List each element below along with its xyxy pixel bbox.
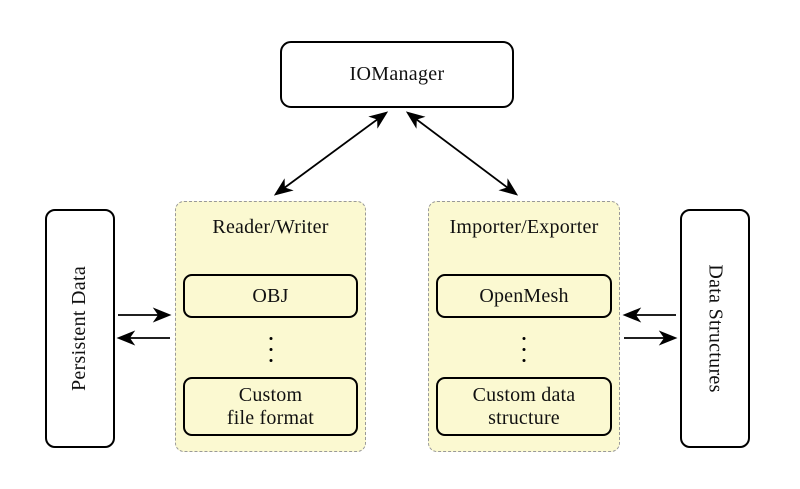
importer-exporter-title: Importer/Exporter xyxy=(449,216,599,238)
reader-writer-group: Reader/Writer OBJ Custom file format xyxy=(175,201,366,452)
vertical-ellipsis-icon xyxy=(522,337,526,362)
data-structures-box: Data Structures xyxy=(680,209,750,448)
custom-file-format-box: Custom file format xyxy=(183,377,358,436)
obj-label: OBJ xyxy=(252,284,289,307)
arrow-iomanager-readerwriter xyxy=(273,111,389,196)
custom-data-structure-box: Custom data structure xyxy=(436,377,612,436)
custom-data-structure-line2: structure xyxy=(488,406,560,429)
persistent-data-box: Persistent Data xyxy=(45,209,115,448)
openmesh-label: OpenMesh xyxy=(479,284,569,307)
reader-writer-title: Reader/Writer xyxy=(212,216,329,238)
custom-file-format-line1: Custom xyxy=(238,383,303,406)
arrow-iomanager-importerexporter xyxy=(405,111,519,196)
data-structures-label: Data Structures xyxy=(704,264,727,393)
persistent-data-label: Persistent Data xyxy=(68,265,91,392)
importer-exporter-group: Importer/Exporter OpenMesh Custom data s… xyxy=(428,201,620,452)
obj-box: OBJ xyxy=(183,274,358,318)
custom-file-format-line2: file format xyxy=(226,406,315,429)
vertical-ellipsis-icon xyxy=(269,337,272,362)
iomanager-label: IOManager xyxy=(349,63,445,85)
custom-data-structure-line1: Custom data xyxy=(472,383,576,406)
openmesh-box: OpenMesh xyxy=(436,274,612,318)
iomanager-box: IOManager xyxy=(280,41,514,108)
